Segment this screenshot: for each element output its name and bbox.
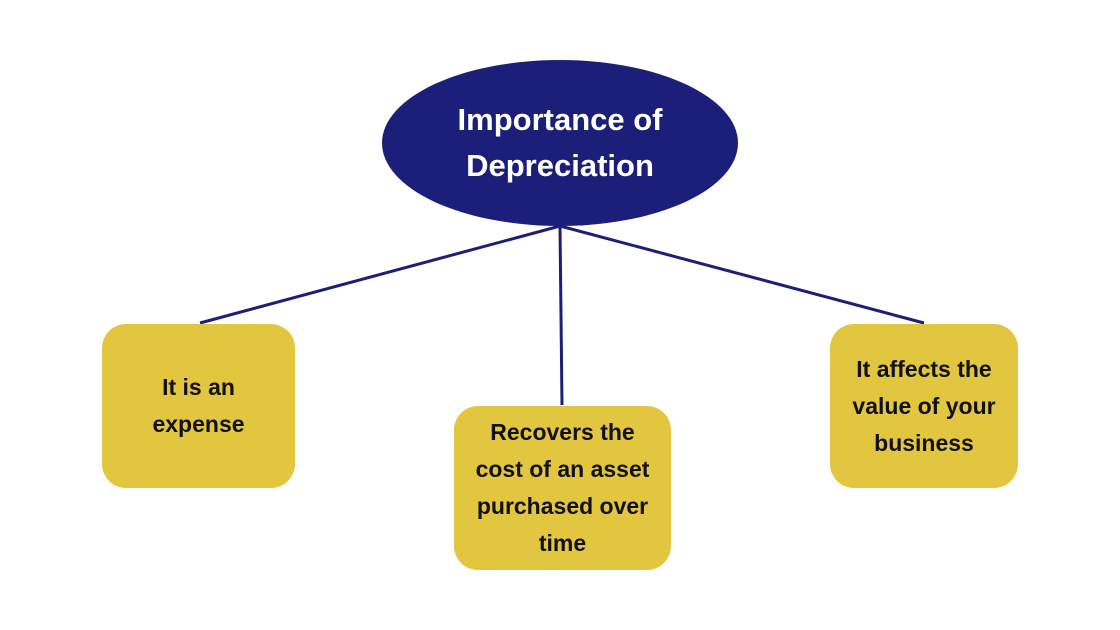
- connector-to-recovers-cost: [558, 225, 564, 406]
- child-node-business-value: It affects the value of your business: [830, 324, 1018, 488]
- connector-to-expense: [199, 224, 561, 325]
- child-node-expense: It is an expense: [102, 324, 295, 488]
- connector-to-business-value: [559, 224, 925, 325]
- root-node-importance-of-depreciation: Importance of Depreciation: [382, 60, 738, 226]
- child-node-recovers-cost: Recovers the cost of an asset purchased …: [454, 406, 671, 570]
